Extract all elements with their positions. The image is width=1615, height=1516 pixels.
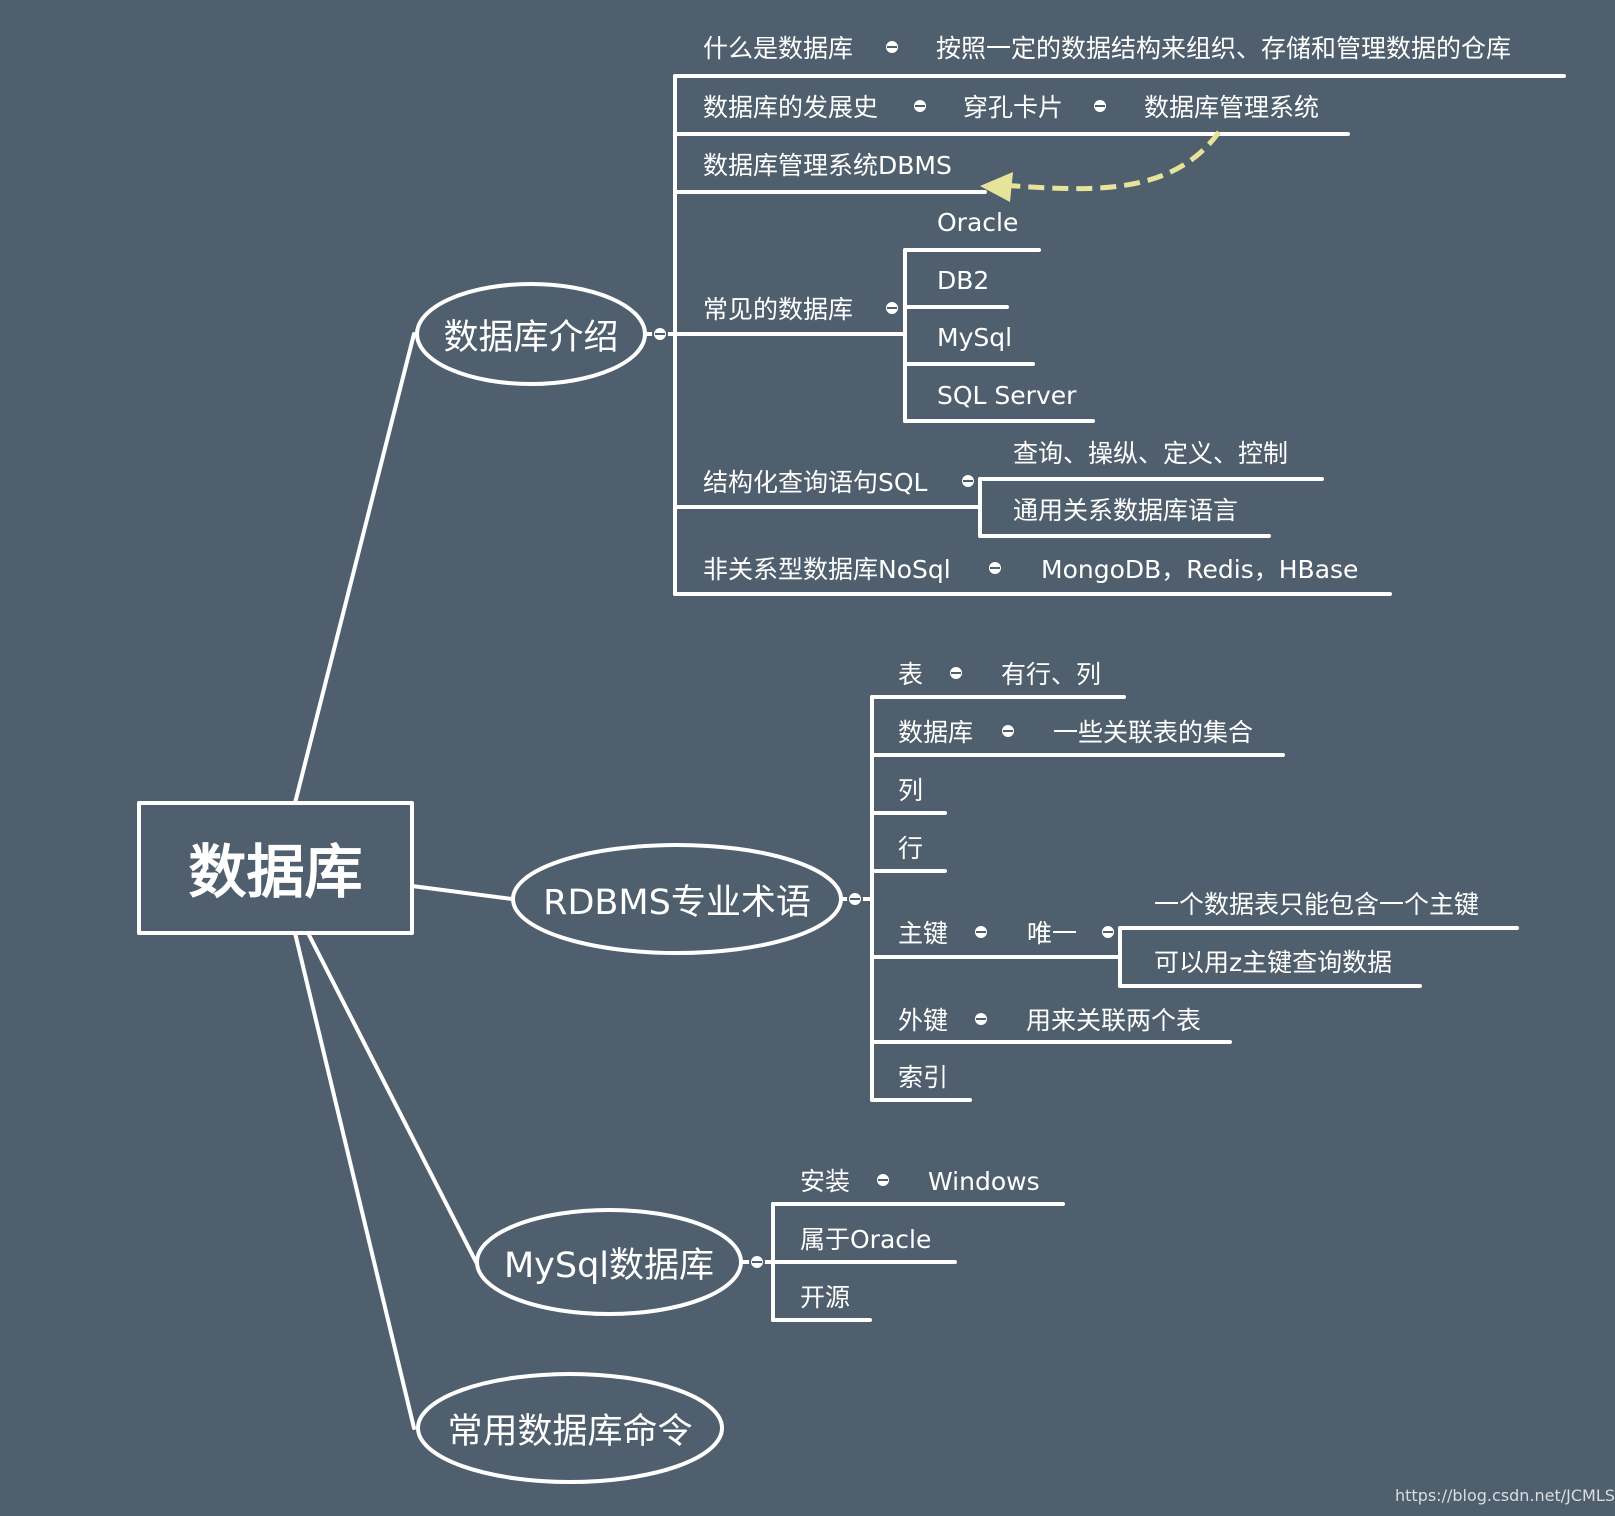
mysql-install[interactable]: 安装 xyxy=(800,1167,851,1196)
term-foreign-key[interactable]: 外键 xyxy=(898,1006,949,1035)
term-index[interactable]: 索引 xyxy=(898,1063,949,1092)
term-column[interactable]: 列 xyxy=(898,776,924,805)
term-unique[interactable]: 唯一 xyxy=(1027,919,1078,948)
db-mysql[interactable]: MySql xyxy=(937,323,1013,352)
root-connector-mysql xyxy=(306,931,478,1264)
term-table-desc[interactable]: 有行、列 xyxy=(1001,660,1102,689)
sql-item-language[interactable]: 通用关系数据库语言 xyxy=(1013,496,1239,525)
term-table[interactable]: 表 xyxy=(898,660,924,689)
term-primary-key[interactable]: 主键 xyxy=(898,919,949,948)
root-node-frame xyxy=(137,801,414,935)
term-row[interactable]: 行 xyxy=(898,834,924,863)
branch-commands-frame xyxy=(416,1372,724,1484)
root-connector-intro xyxy=(293,332,416,805)
watermark: https://blog.csdn.net/JCMLSY xyxy=(1395,1486,1615,1505)
root-node[interactable]: 数据库 xyxy=(188,838,363,906)
topic-dbms[interactable]: 数据库管理系统DBMS xyxy=(703,151,952,180)
branch-commands[interactable]: 常用数据库命令 xyxy=(447,1411,693,1452)
db-sqlserver[interactable]: SQL Server xyxy=(937,381,1077,410)
term-database-desc[interactable]: 一些关联表的集合 xyxy=(1053,718,1254,747)
branch-mysql[interactable]: MySql数据库 xyxy=(503,1245,715,1286)
topic-nosql[interactable]: 非关系型数据库NoSql xyxy=(703,555,951,584)
db-oracle[interactable]: Oracle xyxy=(937,208,1019,237)
db-db2[interactable]: DB2 xyxy=(937,266,990,295)
topic-what-definition[interactable]: 按照一定的数据结构来组织、存储和管理数据的仓库 xyxy=(936,34,1512,63)
relation-arrow xyxy=(999,130,1222,192)
term-database[interactable]: 数据库 xyxy=(898,718,974,747)
pk-item-one-per-table[interactable]: 一个数据表只能包含一个主键 xyxy=(1154,890,1480,919)
root-connector-rdbms xyxy=(410,884,514,901)
nosql-examples[interactable]: MongoDB，Redis，HBase xyxy=(1041,555,1359,584)
topic-dbms-system[interactable]: 数据库管理系统 xyxy=(1144,93,1320,122)
mysql-install-os[interactable]: Windows xyxy=(928,1167,1040,1196)
mysql-open-source[interactable]: 开源 xyxy=(800,1283,851,1312)
relation-arrowhead xyxy=(980,172,1013,202)
pk-item-query[interactable]: 可以用z主键查询数据 xyxy=(1154,948,1393,977)
mysql-owner[interactable]: 属于Oracle xyxy=(800,1225,932,1254)
topic-what-is-database[interactable]: 什么是数据库 xyxy=(703,34,854,63)
topic-punch-card[interactable]: 穿孔卡片 xyxy=(963,93,1064,122)
branch-intro[interactable]: 数据库介绍 xyxy=(443,317,619,358)
term-foreign-key-desc[interactable]: 用来关联两个表 xyxy=(1026,1006,1202,1035)
topic-common-databases[interactable]: 常见的数据库 xyxy=(703,295,854,324)
topic-history[interactable]: 数据库的发展史 xyxy=(703,93,879,122)
branch-rdbms[interactable]: RDBMS专业术语 xyxy=(543,882,811,923)
root-connector-commands xyxy=(293,931,416,1430)
topic-sql[interactable]: 结构化查询语句SQL xyxy=(703,468,928,497)
sql-item-operations[interactable]: 查询、操纵、定义、控制 xyxy=(1013,439,1289,468)
